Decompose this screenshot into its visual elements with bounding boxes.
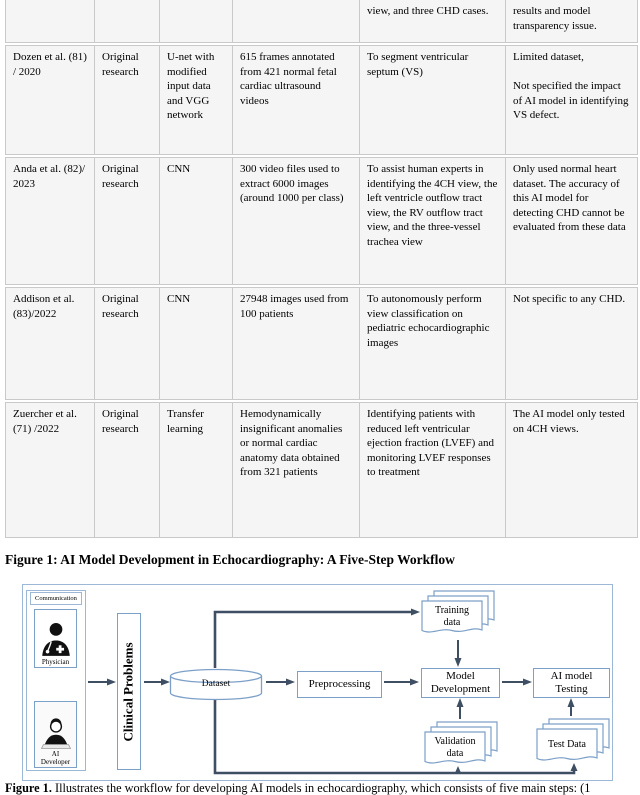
figure-caption: Figure 1. Illustrates the workflow for d… — [5, 781, 638, 795]
cell-type: Original research — [95, 402, 160, 538]
cell-data — [233, 0, 360, 43]
cylinder-icon — [169, 668, 263, 701]
ai-developer-icon — [39, 716, 73, 750]
preprocessing-label: Preprocessing — [308, 677, 371, 690]
figure-caption-text: Illustrates the workflow for developing … — [51, 781, 591, 795]
cell-limitations: Not specific to any CHD. — [506, 287, 638, 400]
physician-label: Physician — [41, 657, 70, 666]
physician-box: Physician — [34, 609, 77, 668]
training-data-label: Training data — [434, 605, 470, 628]
cell-method: CNN — [160, 157, 233, 285]
ai-developer-label: AI Developer — [40, 749, 71, 766]
cell-limitations: Only used normal heart dataset. The accu… — [506, 157, 638, 285]
cell-type: Original research — [95, 45, 160, 155]
cell-author — [5, 0, 95, 43]
cell-purpose: To segment ventricular septum (VS) — [360, 45, 506, 155]
cell-type: Original research — [95, 157, 160, 285]
cell-purpose: To assist human experts in identifying t… — [360, 157, 506, 285]
cell-limitations: results and model transparency issue. — [506, 0, 638, 43]
validation-data-label: Validation data — [434, 736, 476, 759]
workflow-diagram: Communication Physician — [22, 584, 613, 781]
ai-model-testing-box: AI model Testing — [533, 668, 610, 698]
model-development-label: Model Development — [430, 669, 491, 695]
ai-developer-box: AI Developer — [34, 701, 77, 768]
preprocessing-box: Preprocessing — [297, 671, 382, 698]
cell-method: Transfer learning — [160, 402, 233, 538]
cell-author: Dozen et al. (81) / 2020 — [5, 45, 95, 155]
clinical-problems-box: Clinical Problems — [117, 613, 141, 770]
validation-data-stack: Validation data — [424, 721, 498, 769]
model-development-box: Model Development — [421, 668, 500, 698]
dataset-label: Dataset — [201, 679, 231, 689]
figure-caption-prefix: Figure 1. — [5, 781, 52, 795]
test-data-label: Test Data — [548, 739, 586, 750]
cell-data: 27948 images used from 100 patients — [233, 287, 360, 400]
physician-icon — [40, 622, 72, 658]
cell-data: Hemodynamically insignificant anomalies … — [233, 402, 360, 538]
cell-method — [160, 0, 233, 43]
table-row: Dozen et al. (81) / 2020 Original resear… — [5, 45, 638, 155]
clinical-problems-label: Clinical Problems — [121, 641, 136, 742]
communication-text: Communication — [35, 595, 77, 602]
cell-data: 615 frames annotated from 421 normal fet… — [233, 45, 360, 155]
cell-limitations: The AI model only tested on 4CH views. — [506, 402, 638, 538]
communication-label: Communication — [30, 592, 82, 605]
cell-type — [95, 0, 160, 43]
ai-model-testing-label: AI model Testing — [550, 669, 593, 695]
cell-purpose: To autonomously perform view classificat… — [360, 287, 506, 400]
training-data-stack: Training data — [421, 590, 495, 638]
table-row: Anda et al. (82)/ 2023 Original research… — [5, 157, 638, 285]
cell-type: Original research — [95, 287, 160, 400]
cell-method: U-net with modified input data and VGG n… — [160, 45, 233, 155]
figure-heading: Figure 1: AI Model Development in Echoca… — [5, 552, 455, 567]
table-row: Zuercher et al. (71) /2022 Original rese… — [5, 402, 638, 538]
cell-purpose: Identifying patients with reduced left v… — [360, 402, 506, 538]
table-row: Addison et al. (83)/2022 Original resear… — [5, 287, 638, 400]
table-row: view, and three CHD cases. results and m… — [5, 0, 638, 43]
cell-method: CNN — [160, 287, 233, 400]
dataset-cylinder: Dataset — [169, 668, 263, 701]
document-stack-icon — [536, 718, 610, 761]
cell-author: Anda et al. (82)/ 2023 — [5, 157, 95, 285]
document-stack-icon — [424, 721, 498, 764]
cell-limitations: Limited dataset, Not specified the impac… — [506, 45, 638, 155]
cell-purpose: view, and three CHD cases. — [360, 0, 506, 43]
document-stack-icon — [421, 590, 495, 633]
test-data-stack: Test Data — [536, 718, 610, 766]
cell-author: Zuercher et al. (71) /2022 — [5, 402, 95, 538]
comparison-table: view, and three CHD cases. results and m… — [5, 0, 638, 540]
cell-data: 300 video files used to extract 6000 ima… — [233, 157, 360, 285]
cell-author: Addison et al. (83)/2022 — [5, 287, 95, 400]
